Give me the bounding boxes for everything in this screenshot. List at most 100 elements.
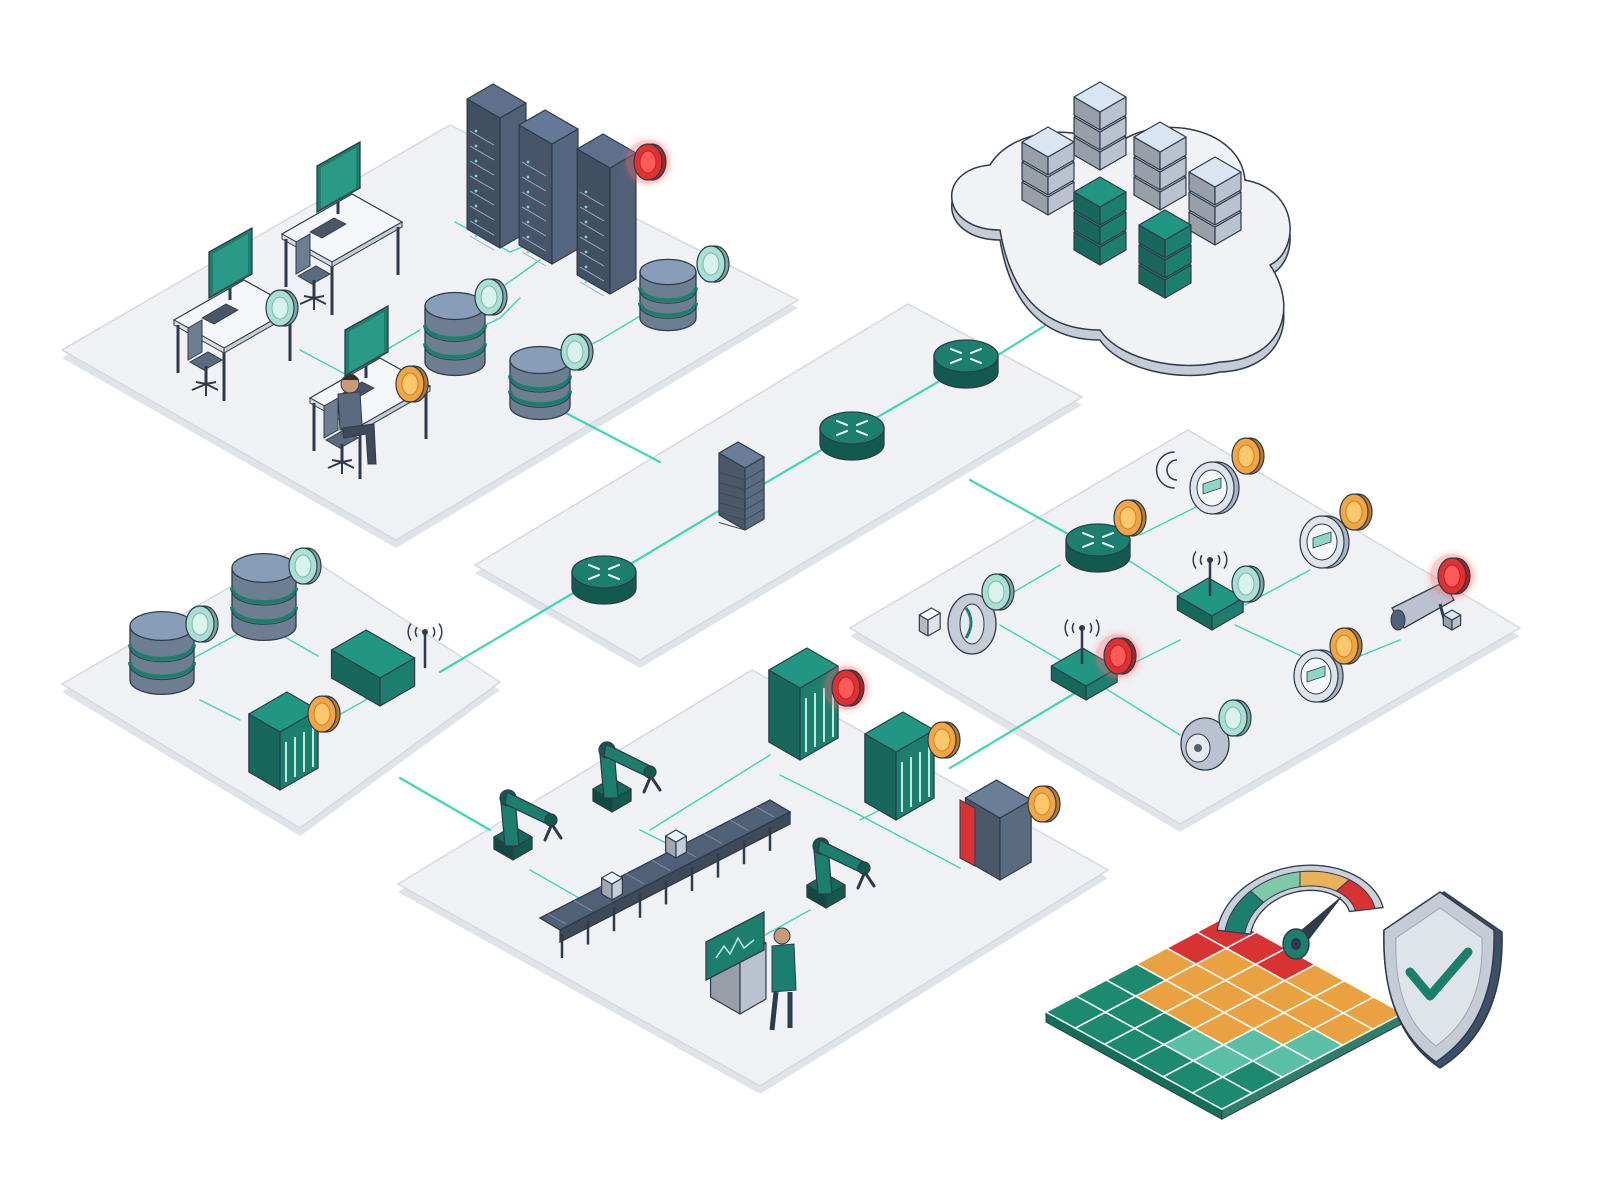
- office-worker-icon: [337, 373, 377, 465]
- monitor-icon: [316, 140, 361, 214]
- warning-badge-smart-meter-2: [1339, 493, 1373, 531]
- plc-cabinet-1-icon: [768, 647, 839, 761]
- plc-cabinet-2-icon: [864, 711, 935, 821]
- cloud-server-5-icon: [1073, 176, 1127, 266]
- warning-badge-controller-rack: [1027, 785, 1061, 823]
- link-core-to-iot: [968, 478, 1072, 537]
- server-unit: [1073, 81, 1127, 131]
- link-it-to-core: [558, 408, 662, 464]
- meter-display: [1312, 531, 1332, 549]
- cloud-server-6-icon: [1138, 209, 1192, 299]
- keyboard-icon: [309, 217, 347, 239]
- ot-floor-zone: [396, 669, 1110, 1094]
- database-it-1-icon: [638, 258, 698, 332]
- cloud-server-4-icon: [1188, 156, 1242, 246]
- robot-arm-2-icon: [592, 741, 662, 813]
- drive-cabinet-icon: [248, 691, 319, 791]
- iot-switch-2-antenna-icon: [1064, 619, 1100, 664]
- firewall-icon: [718, 441, 765, 531]
- status-badge-pressure-sensor: [1218, 699, 1252, 737]
- conveyor-belt-icon: [538, 799, 792, 958]
- gauge-band-3: [1335, 879, 1376, 912]
- status-badge-database-it-3: [560, 333, 594, 371]
- camera-mount: [1442, 609, 1462, 631]
- monitor-icon: [208, 226, 253, 300]
- warning-badge-iot-gateway: [1113, 499, 1147, 537]
- monitor-icon: [344, 304, 389, 378]
- risk-gauge: [1216, 864, 1384, 960]
- package-1-icon: [601, 871, 623, 901]
- router-arrows-icon: [588, 564, 620, 580]
- risk-heatmap: [1045, 915, 1404, 1121]
- status-badges: [185, 140, 1474, 823]
- office-chair-icon: [295, 233, 332, 310]
- database-it-3-icon: [508, 345, 572, 421]
- database-it-2-icon: [423, 291, 487, 377]
- wireless-signal-icon: [1155, 451, 1178, 489]
- status-badge-workstation-2: [265, 289, 299, 327]
- router-arrows-icon: [836, 420, 868, 436]
- server-unit: [1138, 209, 1192, 259]
- status-badge-database-it-2: [474, 278, 508, 316]
- router-arrows-icon: [1082, 532, 1114, 548]
- warning-badge-workstation-3: [395, 365, 429, 403]
- link-site-internal: [189, 623, 381, 721]
- router-arrows-icon: [950, 348, 982, 364]
- workstation-1-icon: [280, 140, 404, 315]
- checkmark-icon: [1405, 947, 1473, 1001]
- status-badge-database-it-1: [696, 245, 730, 283]
- warning-badge-drive-cabinet: [307, 695, 341, 733]
- link-ot-to-iot: [948, 688, 1082, 770]
- cctv-camera-icon: [1390, 581, 1462, 631]
- security-shield-icon: [1383, 891, 1503, 1069]
- server-rack-1-icon: [466, 83, 527, 251]
- router-3-icon: [933, 339, 999, 389]
- printer-antenna-icon: [407, 623, 443, 668]
- status-badge-valve-sensor: [981, 573, 1015, 611]
- server-unit: [1073, 176, 1127, 226]
- database-site-1-icon: [128, 610, 196, 696]
- cloud-server-2-icon: [1021, 126, 1075, 216]
- meter-display: [1306, 665, 1326, 683]
- meter-display: [1202, 477, 1222, 495]
- server-rack-3-icon: [576, 133, 637, 297]
- status-badge-database-site-1: [185, 605, 219, 643]
- iot-gateway-icon: [1065, 523, 1131, 573]
- device-icons: [128, 81, 1503, 1069]
- link-core-to-site: [438, 590, 577, 674]
- iot-gateway-hub: [1065, 523, 1131, 573]
- warning-badge-plc-cabinet-2: [927, 721, 961, 759]
- hmi-station-icon: [705, 910, 767, 1015]
- link-ot-internal: [529, 754, 961, 961]
- network-links: [189, 221, 1401, 961]
- hmi-screen-icon: [705, 910, 765, 982]
- link-site-to-ot: [398, 776, 492, 832]
- alert-badge-server-rack: [626, 140, 670, 184]
- iot-switch-1-antenna-icon: [1192, 551, 1228, 596]
- hmi-trend-icon: [715, 936, 755, 959]
- robot-arm-3-icon: [806, 837, 876, 909]
- status-badge-database-site-2: [288, 547, 322, 585]
- office-chair-icon: [187, 319, 224, 396]
- cloud-server-1-icon: [1073, 81, 1127, 171]
- alert-badge-plc-cabinet-1: [824, 666, 868, 710]
- package-2-icon: [665, 829, 687, 859]
- warning-badge-smart-meter-1: [1231, 437, 1265, 475]
- alert-badge-cctv-camera: [1430, 554, 1474, 598]
- alert-badge-iot-switch-2: [1096, 634, 1140, 678]
- status-badge-iot-switch-1: [1231, 565, 1265, 603]
- router-1-icon: [571, 555, 637, 605]
- safety-module-icon: [959, 799, 976, 867]
- server-unit: [1021, 126, 1075, 176]
- server-unit: [1133, 121, 1187, 171]
- warning-badge-smart-meter-3: [1329, 627, 1363, 665]
- keyboard-icon: [201, 303, 239, 325]
- smart-meter-2-icon: [1299, 515, 1350, 569]
- operator-icon: [769, 927, 797, 1031]
- valve-sensor-icon: [947, 593, 997, 655]
- link-iot-internal: [999, 499, 1401, 736]
- gripper-icon: [642, 776, 662, 794]
- link-core-backbone: [602, 366, 964, 582]
